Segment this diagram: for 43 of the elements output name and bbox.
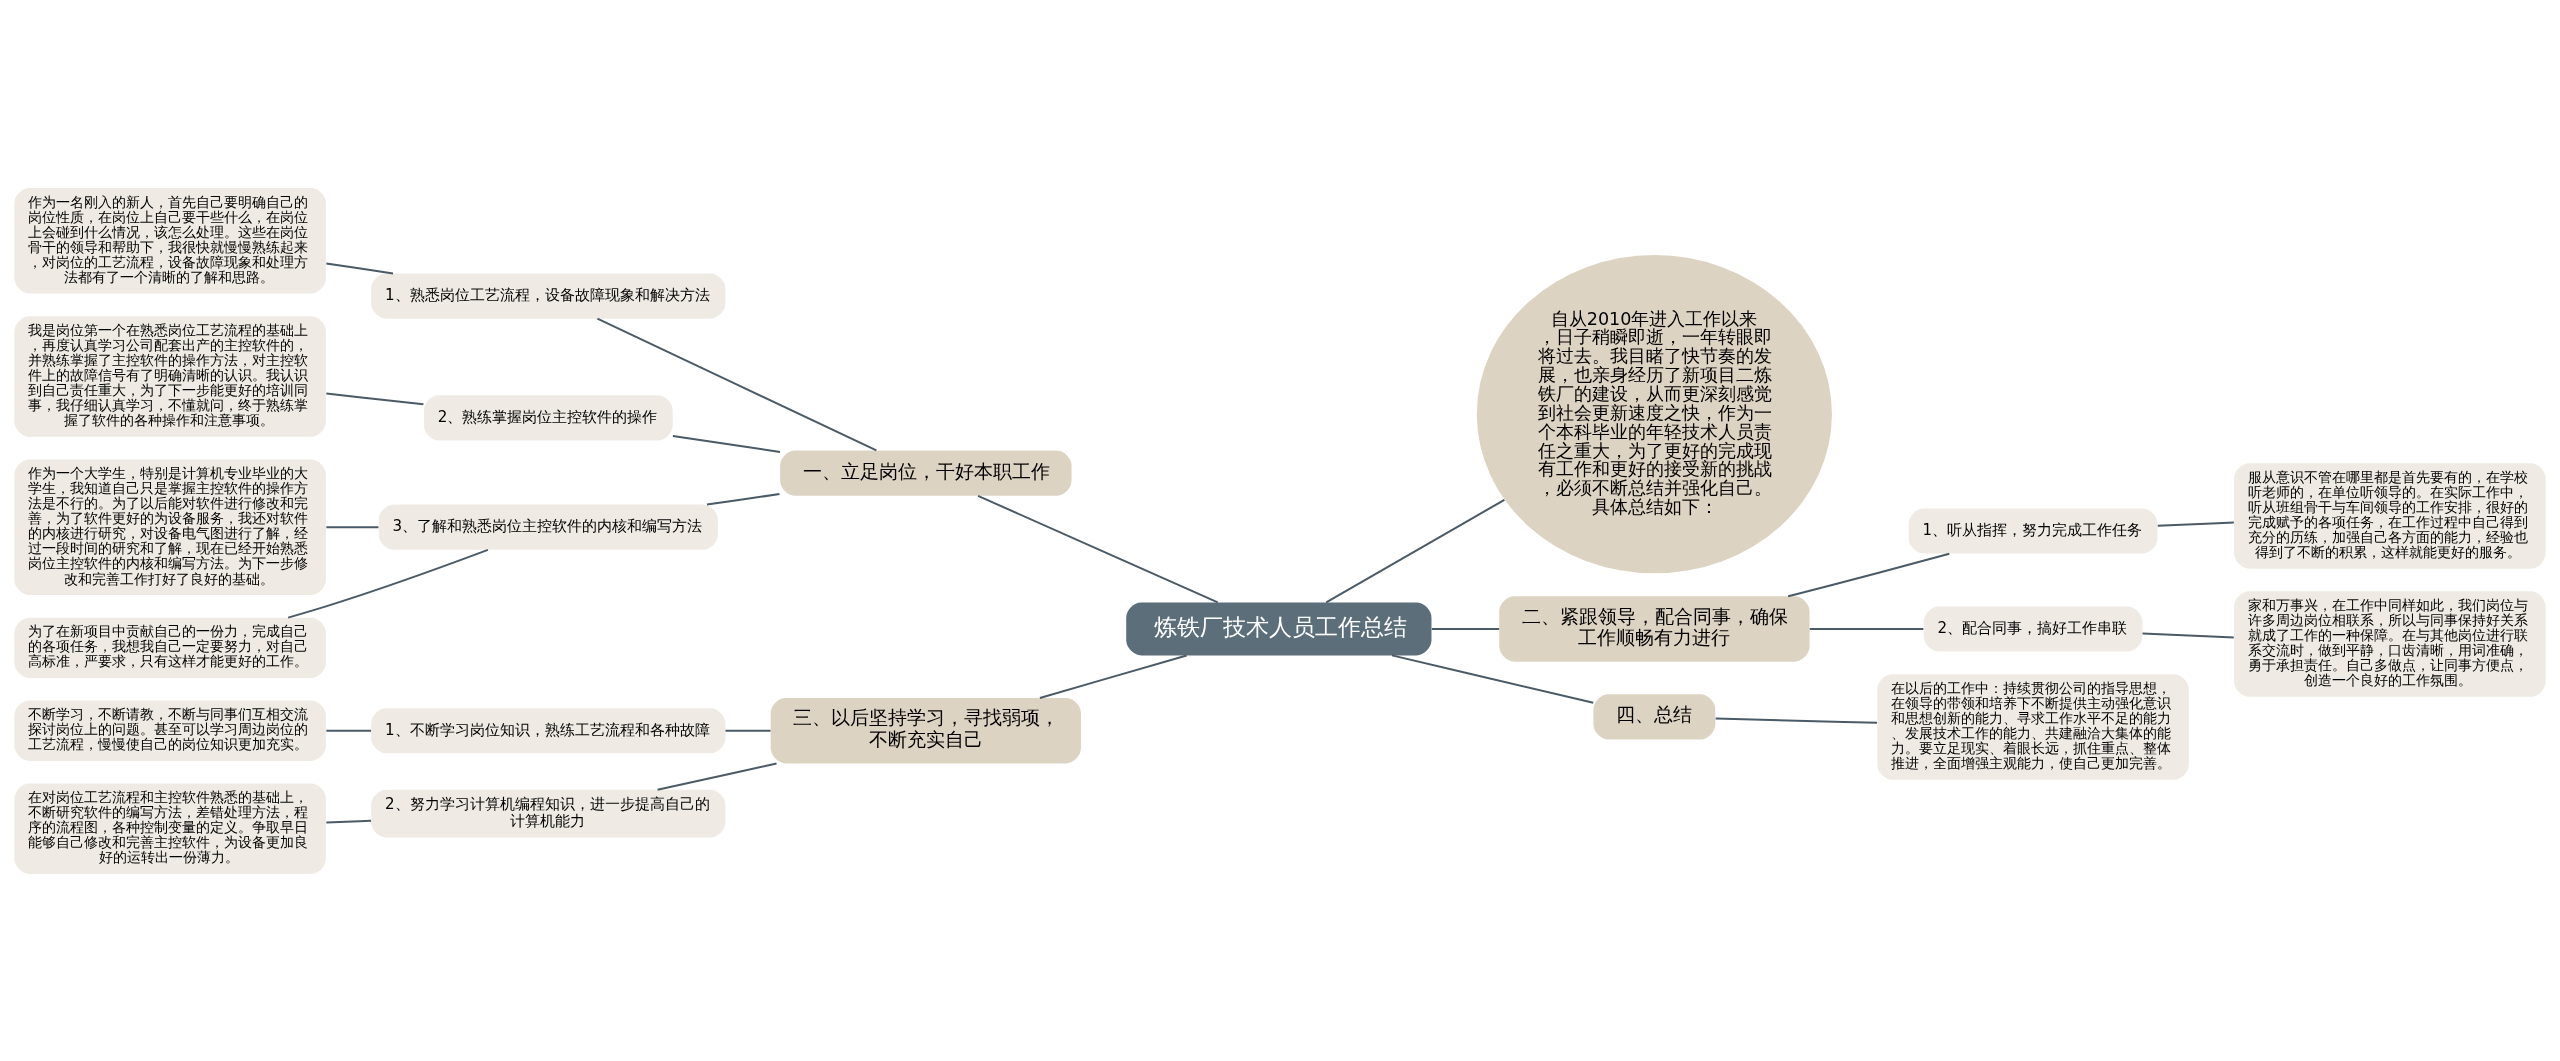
- node-box: 一、立足岗位，干好本职工作: [780, 450, 1072, 496]
- connector: [1809, 627, 1924, 630]
- node-box: 1、熟悉岗位工艺流程，设备故障现象和解决方法: [371, 272, 726, 319]
- node-box: 2、配合同事，搞好工作串联: [1923, 605, 2143, 652]
- connector: [597, 317, 877, 451]
- node-box: 在以后的工作中：持续贯彻公司的指导思想，在领导的带领和培养下不断提供主动强化意识和思想创新的能力、寻求工作水平不足的能力、发展技术工作的能力、共建融洽大集体的能力。要立足现实、着眼长远，抓住重点、整体推进，全面增强主观能力，使自己更加完善。: [1877, 673, 2189, 780]
- connector: [326, 729, 372, 732]
- node-box: 二、紧跟领导，配合同事，确保工作顺畅有力进行: [1499, 595, 1810, 662]
- connector: [2157, 521, 2234, 527]
- connector: [2142, 632, 2234, 638]
- connector: [1431, 627, 1500, 630]
- connector: [977, 494, 1219, 603]
- connector: [706, 492, 780, 506]
- node-box: 家和万事兴，在工作中同样如此，我们岗位与许多周边岗位相联系，所以与同事保持好关系就成了工作的一种保障。在与其他岗位进行联系交流时，做到平静，口齿清晰，用词准确，勇于承担责任。自己多做点，让同事方便点，创造一个良好的工作氛围。: [2234, 590, 2546, 697]
- connector: [326, 392, 424, 405]
- node-box: 1、听从指挥，努力完成工作任务: [1908, 507, 2158, 554]
- connector: [1039, 653, 1187, 699]
- node-box: 我是岗位第一个在熟悉岗位工艺流程的基础上，再度认真学习公司配套出产的主控软件的，并熟练掌握了主控软件的操作方法，对主控软件上的故障信号有了明确清晰的认识。我认识到自己责任重大，为了下一步能更好的培训同事，我仔细认真学习，不懂就问，终于熟练掌握了软件的各种操作和注意事项。: [14, 315, 326, 437]
- node-ellipse: 自从2010年进入工作以来，日子稍瞬即逝，一年转眼即将过去。我目睹了快节奏的发展，也亲身经历了新项目二炼铁厂的建设，从而更深刻感觉到社会更新速度之快，作为一个本科毕业的年轻技术人员责任之重大，为了更好的完成现有工作和更好的接受新的挑战，必须不断总结并强化自己。具体总结如下：: [1476, 254, 1832, 573]
- connector: [1787, 552, 1950, 597]
- connector: [1391, 653, 1594, 704]
- connector: [1715, 717, 1878, 724]
- node-box: 服从意识不管在哪里都是首先要有的，在学校听老师的，在单位听领导的。在实际工作中，听从班组骨干与车间领导的工作安排，很好的完成赋予的各项任务，在工作过程中自己得到充分的历练，加强自己各方面的能力，经验也得到了不断的积累，这样就能更好的服务。: [2234, 462, 2546, 569]
- node-box: 不断学习，不断请教，不断与同事们互相交流探讨岗位上的问题。甚至可以学习周边岗位的工艺流程，慢慢使自己的岗位知识更加充实。: [14, 700, 326, 761]
- node-box: 2、努力学习计算机编程知识，进一步提高自己的计算机能力: [371, 789, 726, 838]
- node-box: 作为一个大学生，特别是计算机专业毕业的大学生，我知道自己只是掌握主控软件的操作方法是不行的。为了以后能对软件进行修改和完善，为了软件更好的为设备服务，我还对软件的内核进行研究，对设备电气图进行了解，经过一段时间的研究和了解，现在已经开始熟悉岗位主控软件的内核和编写方法。为下一步修改和完善工作打好了良好的基础。: [14, 458, 326, 595]
- connector: [657, 762, 777, 791]
- connector: [326, 262, 394, 274]
- connector: [326, 525, 379, 528]
- node-box: 3、了解和熟悉岗位主控软件的内核和编写方法: [378, 504, 718, 550]
- node-box: 2、熟练掌握岗位主控软件的操作: [423, 394, 673, 441]
- node-box: 为了在新项目中贡献自己的一份力，完成自己的各项任务，我想我自己一定要努力，对自己高标准，严要求，只有这样才能更好的工作。: [14, 617, 326, 678]
- connector: [1325, 498, 1505, 603]
- node-box: 炼铁厂技术人员工作总结: [1126, 602, 1432, 655]
- node-box: 三、以后坚持学习，寻找弱项，不断充实自己: [770, 697, 1081, 763]
- connector: [672, 434, 781, 453]
- node-box: 1、不断学习岗位知识，熟练工艺流程和各种故障: [371, 707, 726, 753]
- node-box: 在对岗位工艺流程和主控软件熟悉的基础上，不断研究软件的编写方法，差错处理方法，程序的流程图，各种控制变量的定义。争取早日能够自己修改和完善主控软件，为设备更加良好的运转出一份薄力。: [14, 783, 326, 874]
- connector: [725, 729, 771, 732]
- node-box: 作为一名刚入的新人，首先自己要明确自己的岗位性质，在岗位上自己要干些什么，在岗位上会碰到什么情况，该怎么处理。这些在岗位骨干的领导和帮助下，我很快就慢慢熟练起来，对岗位的工艺流程，设备故障现象和处理方法都有了一个清晰的了解和思路。: [14, 187, 326, 294]
- connector: [326, 819, 372, 824]
- node-box: 四、总结: [1593, 693, 1716, 740]
- connector: [287, 548, 489, 619]
